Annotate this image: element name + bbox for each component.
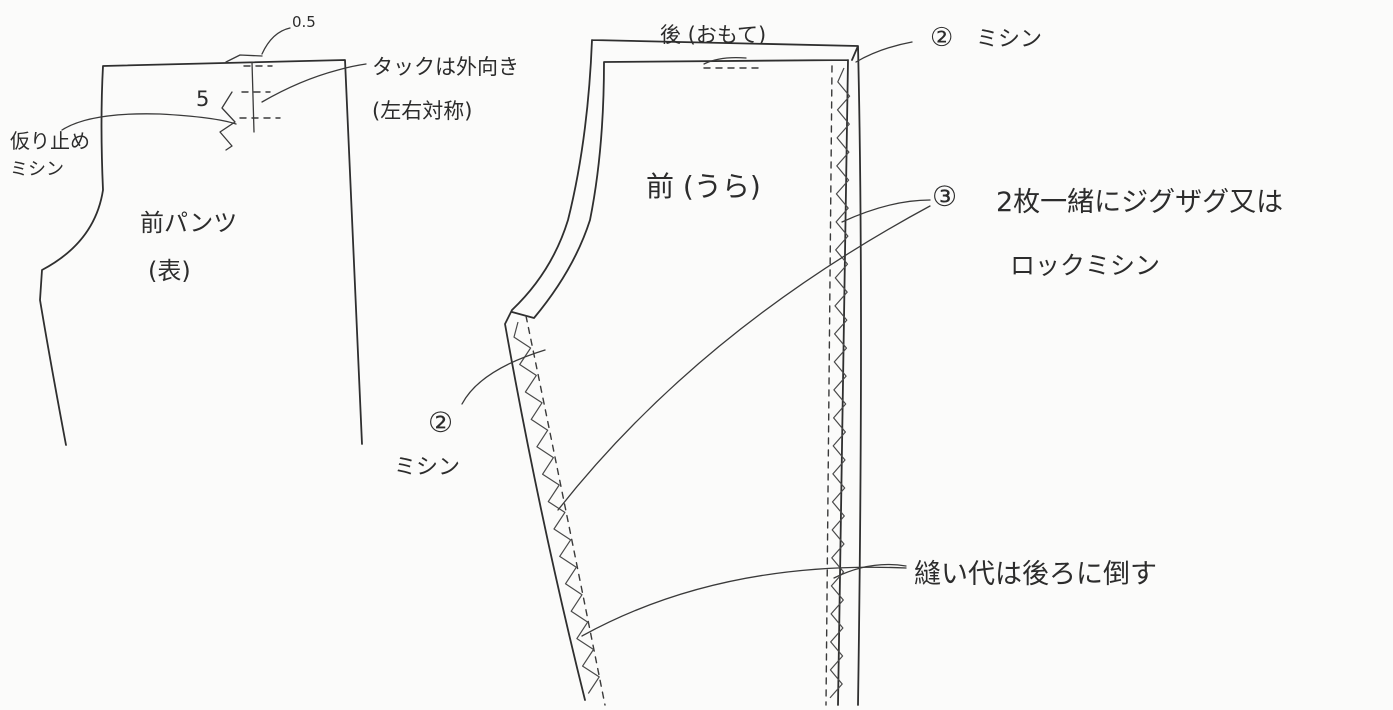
step3-instruction-line2: ロックミシン bbox=[1010, 251, 1161, 280]
outseam-stitch-line bbox=[825, 65, 833, 706]
leader-basting bbox=[61, 113, 237, 131]
step2-left-number: ② bbox=[428, 406, 454, 439]
basting-label-line1: 仮り止め bbox=[10, 129, 90, 153]
tuck-top-flap bbox=[225, 54, 263, 63]
tuck-fold bbox=[219, 91, 236, 151]
outseam-zigzag bbox=[829, 67, 851, 699]
leader-step3-right bbox=[841, 199, 931, 223]
leader-step3-diagonal bbox=[557, 205, 931, 511]
inseam-zigzag bbox=[513, 321, 600, 694]
leader-seam-left bbox=[581, 566, 907, 637]
seam-allowance-note: 縫い代は後ろに倒す bbox=[914, 559, 1157, 590]
front-pants-piece bbox=[39, 27, 367, 446]
dimension-5-label: 5 bbox=[196, 87, 210, 111]
leader-05 bbox=[261, 27, 291, 55]
front-pants-title: 前パンツ bbox=[140, 209, 238, 237]
step2-top-number: ② bbox=[930, 23, 954, 53]
leader-tuck-direction bbox=[261, 63, 367, 103]
front-pants-face-label: (表) bbox=[148, 257, 191, 285]
step3-instruction-line1: 2枚一緒にジグザグ又は bbox=[996, 187, 1284, 218]
step2-top-text: ミシン bbox=[976, 27, 1043, 52]
step3-number: ③ bbox=[932, 180, 958, 213]
front-piece-outline bbox=[511, 59, 849, 706]
inseam-stitch-line bbox=[525, 315, 606, 706]
back-face-label: 後 (おもて) bbox=[660, 23, 767, 47]
front-reverse-label: 前 (うら) bbox=[646, 170, 761, 203]
symmetric-label: (左右対称) bbox=[372, 99, 473, 123]
trousers-piece bbox=[461, 39, 931, 706]
basting-label-line2: ミシン bbox=[10, 159, 64, 180]
step2-left-text: ミシン bbox=[394, 455, 461, 480]
tuck-edge bbox=[251, 61, 255, 133]
back-piece-outline bbox=[504, 39, 862, 706]
front-pants-outline bbox=[39, 59, 363, 446]
tuck-outward-label: タックは外向き bbox=[372, 55, 519, 79]
back-tuck-mark bbox=[703, 56, 747, 65]
leader-seam-right bbox=[833, 563, 907, 579]
leader-step2-top bbox=[855, 41, 913, 63]
dimension-05-label: 0.5 bbox=[292, 13, 316, 31]
leader-step2-left bbox=[461, 349, 546, 405]
